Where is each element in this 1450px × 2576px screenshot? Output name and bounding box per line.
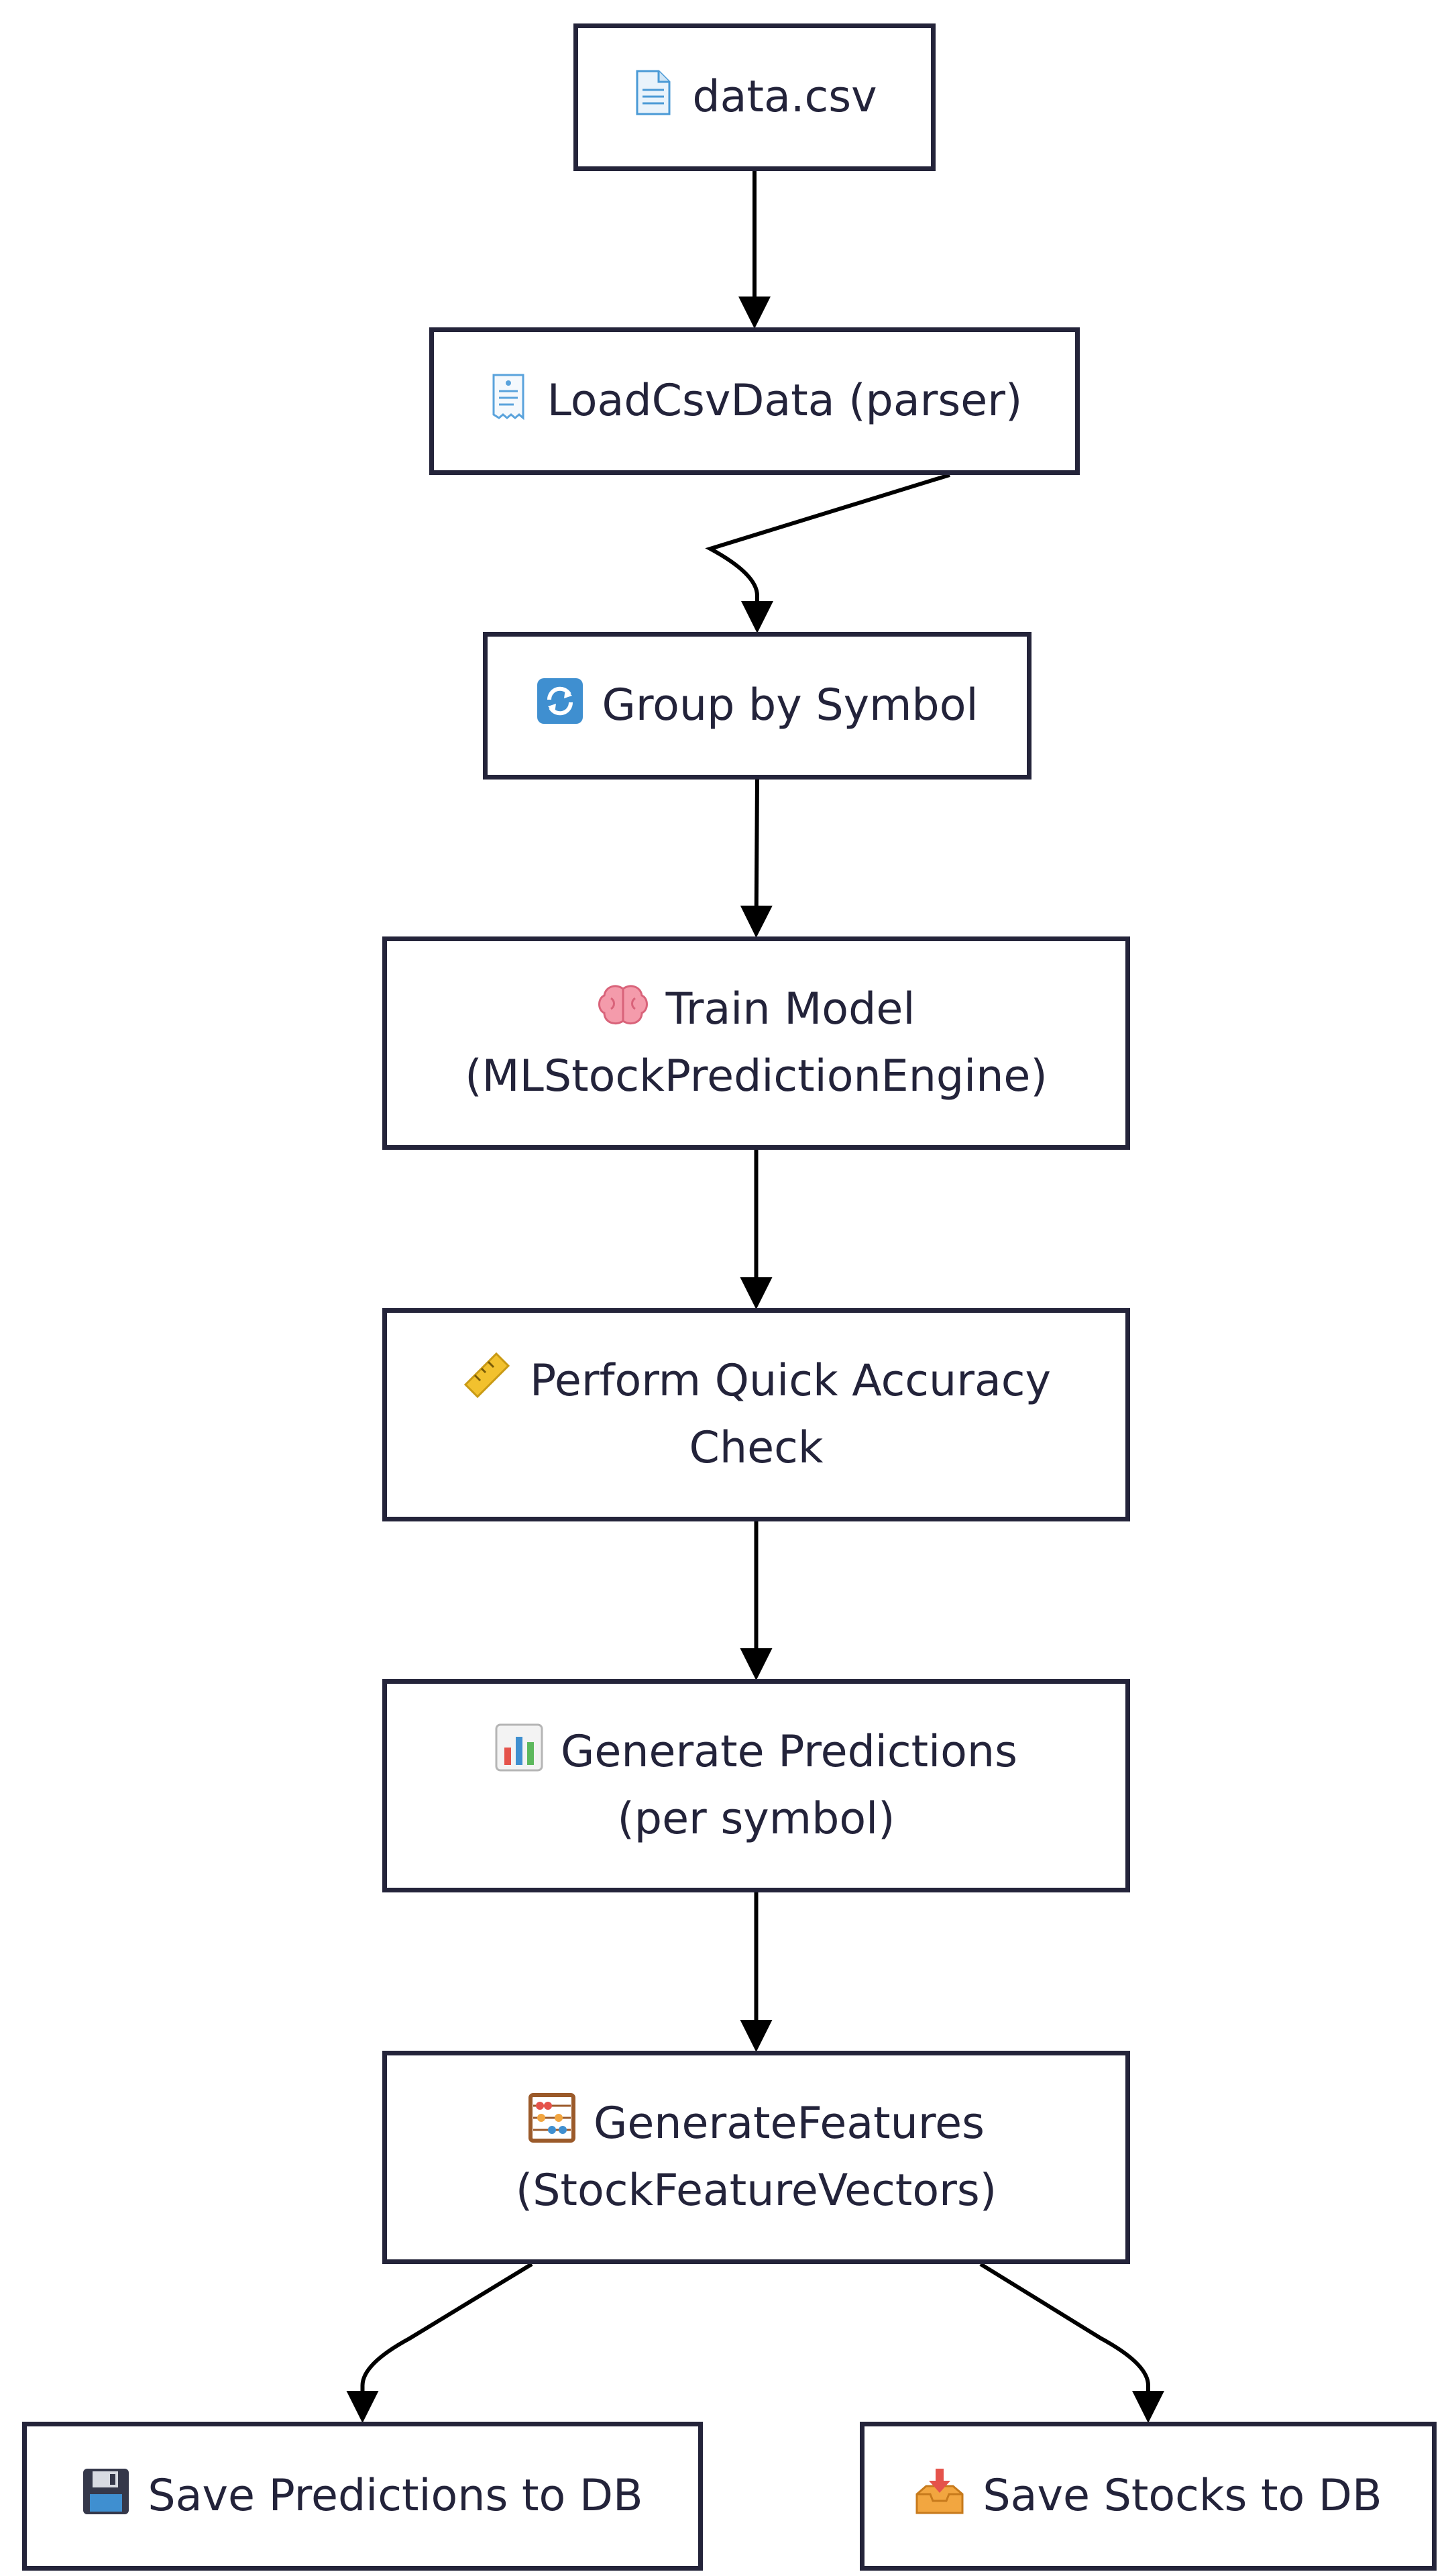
node-train-model: Train Model (MLStockPredictionEngine)	[382, 936, 1130, 1150]
node-accuracy-check: Perform Quick Accuracy Check	[382, 1308, 1130, 1521]
ruler-icon	[461, 1348, 512, 1415]
edge-layer	[346, 171, 1164, 2423]
node-data-csv: data.csv	[573, 23, 936, 171]
abacus-icon	[528, 2090, 576, 2157]
node-label-text: Train Model	[665, 984, 915, 1034]
edge-generate-features-to-save-predictions	[346, 2262, 533, 2423]
receipt-icon	[487, 368, 530, 435]
node-generate-predictions: Generate Predictions (per symbol)	[382, 1679, 1130, 1892]
inbox-tray-icon	[914, 2463, 965, 2530]
brain-icon	[598, 976, 649, 1043]
node-label-line: GenerateFeatures	[528, 2090, 985, 2157]
node-label-line: LoadCsvData (parser)	[487, 368, 1023, 435]
node-label-text: LoadCsvData (parser)	[547, 376, 1023, 426]
node-generate-features: GenerateFeatures (StockFeatureVectors)	[382, 2051, 1130, 2264]
node-save-stocks: Save Stocks to DB	[860, 2422, 1437, 2571]
node-label-text: Save Stocks to DB	[983, 2471, 1382, 2521]
node-label-line: (MLStockPredictionEngine)	[465, 1051, 1048, 1102]
node-label-line: Save Stocks to DB	[914, 2463, 1382, 2530]
node-group-by-symbol: Group by Symbol	[483, 632, 1031, 780]
node-label-line: Generate Predictions	[495, 1719, 1017, 1786]
bar-chart-icon	[495, 1719, 543, 1786]
edge-generate-features-to-save-stocks	[979, 2262, 1164, 2423]
node-label-text: Group by Symbol	[602, 680, 979, 731]
node-label-text: Perform Quick Accuracy	[529, 1356, 1052, 1406]
node-label-text: Save Predictions to DB	[148, 2471, 643, 2521]
node-label-line: Group by Symbol	[536, 672, 979, 739]
node-label-line: Save Predictions to DB	[82, 2463, 643, 2530]
node-label-line: Check	[689, 1423, 824, 1473]
node-label-text: GenerateFeatures	[593, 2098, 985, 2149]
node-label-text: Generate Predictions	[560, 1727, 1017, 1777]
page-facing-up-icon	[632, 64, 675, 131]
floppy-disk-icon	[82, 2463, 130, 2530]
node-label-line: (per symbol)	[617, 1794, 895, 1844]
node-label-line: Perform Quick Accuracy	[461, 1348, 1051, 1415]
node-label-line: (StockFeatureVectors)	[515, 2165, 997, 2216]
node-save-predictions: Save Predictions to DB	[22, 2422, 703, 2571]
arrows-clockwise-icon	[536, 672, 584, 739]
edge-load-csv-to-group-by-symbol	[705, 473, 950, 633]
node-load-csv: LoadCsvData (parser)	[429, 327, 1080, 475]
node-label-text: data.csv	[692, 72, 877, 122]
edge-group-by-symbol-to-train-model	[740, 779, 773, 938]
node-label-line: data.csv	[632, 64, 877, 131]
node-label-line: Train Model	[598, 976, 915, 1043]
